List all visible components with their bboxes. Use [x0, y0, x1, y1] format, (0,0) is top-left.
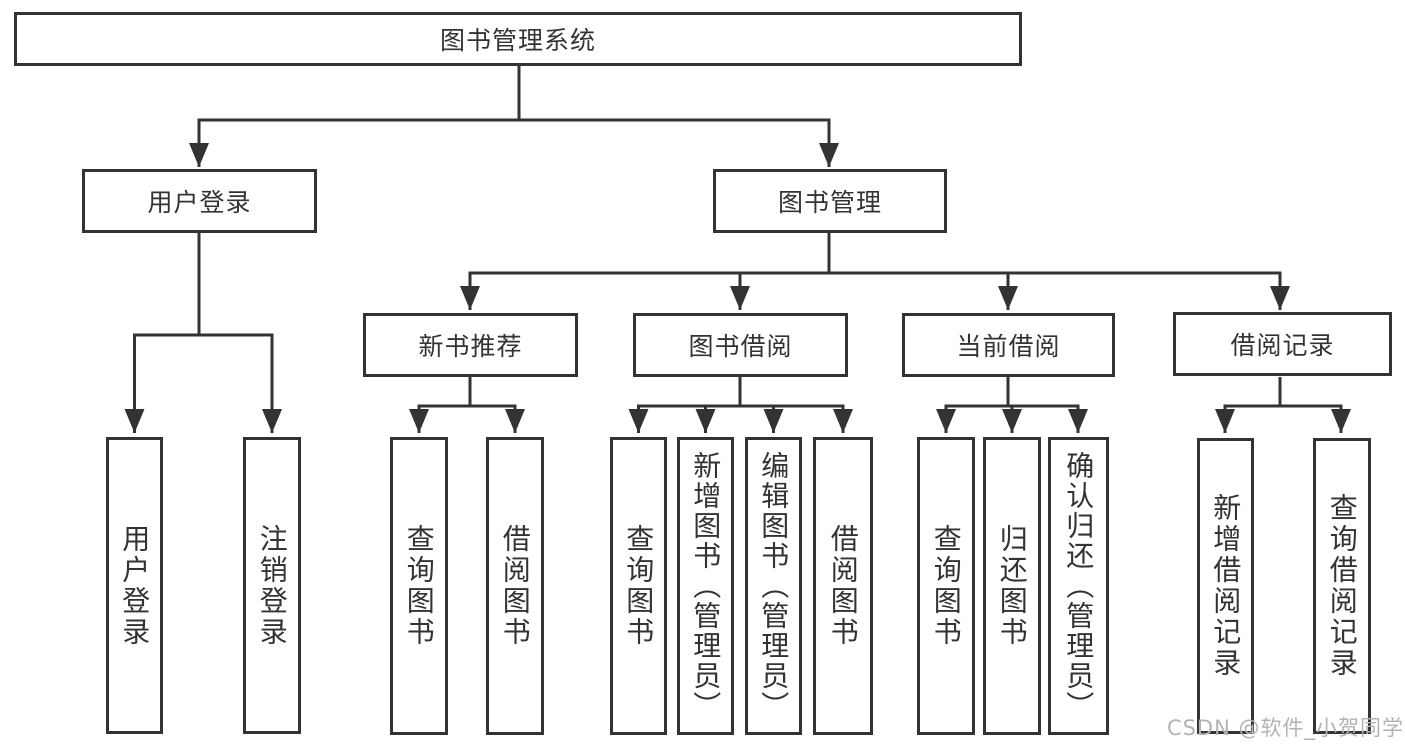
- leaf-logout: 注销登录: [243, 437, 301, 734]
- node-user-login: 用户登录: [82, 169, 317, 233]
- leaf-borrowing-edit-books-label: 编辑图书（管理员）: [757, 451, 791, 721]
- node-book-borrowing: 图书借阅: [633, 313, 848, 377]
- leaf-current-return-books: 归还图书: [983, 437, 1041, 735]
- leaf-user-login-label: 用户登录: [118, 523, 152, 648]
- leaf-current-query-books: 查询图书: [917, 437, 975, 735]
- node-book-management: 图书管理: [713, 169, 947, 233]
- leaf-borrowing-query-books-label: 查询图书: [622, 524, 656, 648]
- leaf-newbook-query-books: 查询图书: [390, 437, 448, 735]
- node-new-book-recommend: 新书推荐: [363, 313, 578, 377]
- leaf-records-add-record-label: 新增借阅记录: [1209, 493, 1243, 679]
- leaf-borrowing-borrow-books-label: 借阅图书: [826, 524, 860, 648]
- node-borrowing-records: 借阅记录: [1173, 312, 1392, 376]
- leaf-borrowing-add-books-label: 新增图书（管理员）: [689, 451, 723, 721]
- leaf-records-add-record: 新增借阅记录: [1197, 438, 1254, 734]
- leaf-records-query-record: 查询借阅记录: [1313, 438, 1371, 734]
- leaf-current-query-books-label: 查询图书: [929, 524, 963, 648]
- leaf-borrowing-edit-books: 编辑图书（管理员）: [745, 437, 802, 735]
- leaf-current-return-books-label: 归还图书: [995, 524, 1029, 648]
- leaf-newbook-borrow-books-label: 借阅图书: [498, 524, 532, 648]
- csdn-watermark: CSDN @软件_小贺同学: [1166, 716, 1404, 740]
- leaf-logout-label: 注销登录: [255, 523, 289, 648]
- leaf-current-confirm-return: 确认归还（管理员）: [1048, 437, 1109, 735]
- leaf-records-query-record-label: 查询借阅记录: [1325, 493, 1359, 679]
- leaf-borrowing-borrow-books: 借阅图书: [813, 437, 873, 735]
- leaf-user-login: 用户登录: [106, 437, 163, 734]
- leaf-newbook-borrow-books: 借阅图书: [486, 437, 544, 735]
- leaf-borrowing-query-books: 查询图书: [610, 437, 667, 735]
- node-current-borrowing: 当前借阅: [902, 313, 1115, 377]
- node-root: 图书管理系统: [14, 12, 1022, 66]
- leaf-borrowing-add-books: 新增图书（管理员）: [677, 437, 734, 735]
- leaf-current-confirm-return-label: 确认归还（管理员）: [1062, 451, 1096, 721]
- leaf-newbook-query-books-label: 查询图书: [402, 524, 436, 648]
